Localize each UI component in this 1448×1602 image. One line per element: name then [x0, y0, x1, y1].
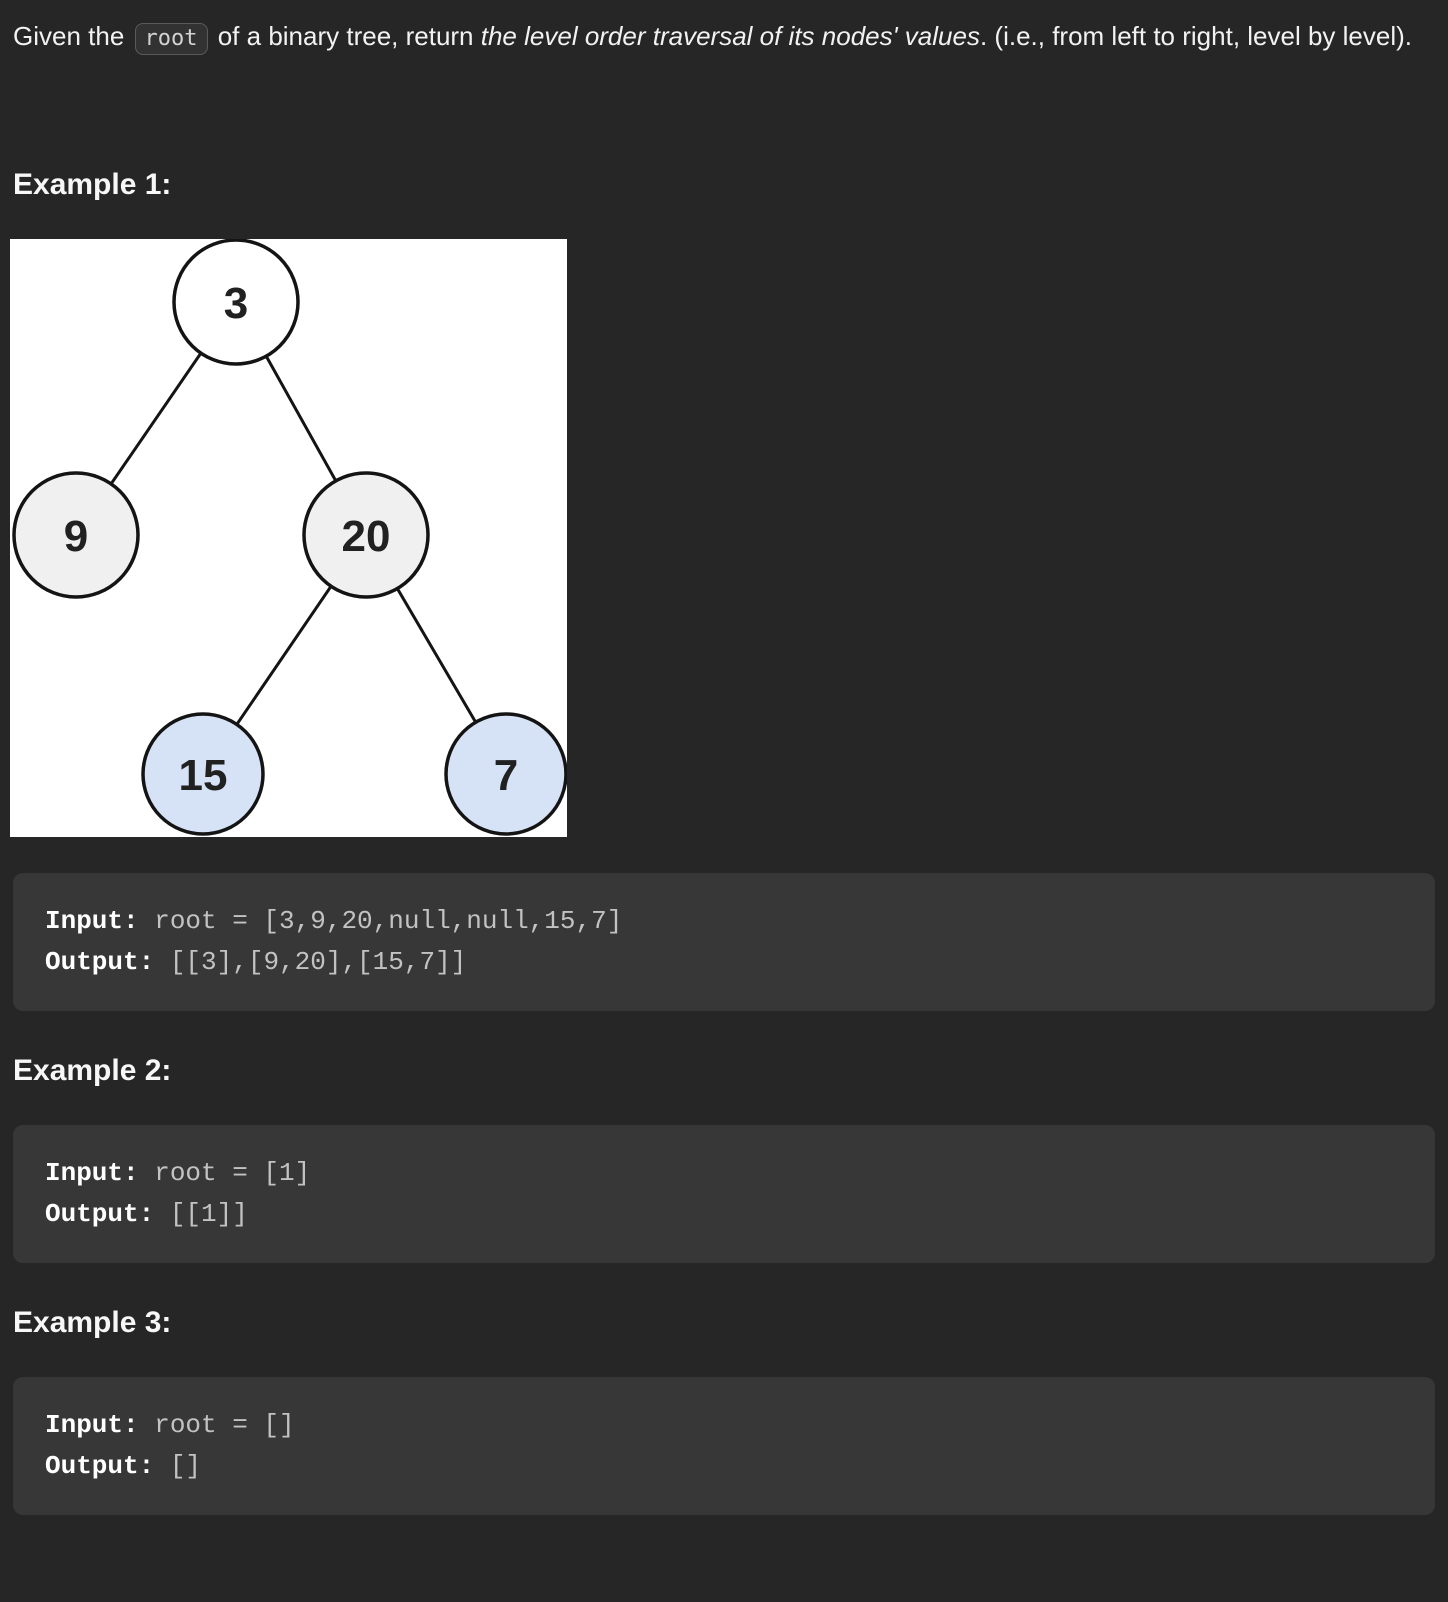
problem-description: Given the root of a binary tree, return … — [0, 14, 1448, 1515]
input-label: Input: — [45, 1410, 155, 1440]
input-label: Input: — [45, 1158, 155, 1188]
node-label: 3 — [224, 279, 248, 328]
example-3-heading: Example 3: — [13, 1306, 172, 1339]
output-label: Output: — [45, 1451, 170, 1481]
node-circle — [444, 712, 568, 836]
binary-tree-svg: 3 9 20 15 7 — [12, 238, 568, 836]
example-2-code-block: Input: root = [1] Output: [[1]] — [13, 1125, 1435, 1263]
example-1-code-block: Input: root = [3,9,20,null,null,15,7] Ou… — [13, 873, 1435, 1011]
node-label: 9 — [64, 512, 88, 561]
node-circle — [172, 238, 300, 366]
tree-node-15: 15 — [141, 712, 265, 836]
output-value: [] — [169, 1451, 202, 1481]
statement-middle: of a binary tree, return — [210, 21, 481, 51]
input-label: Input: — [45, 906, 155, 936]
node-circle — [12, 471, 140, 599]
output-label: Output: — [45, 1199, 170, 1229]
input-value: root = [] — [154, 1410, 295, 1440]
statement-suffix: . (i.e., from left to right, level by le… — [979, 21, 1413, 51]
tree-node-3: 3 — [172, 238, 300, 366]
node-circle — [141, 712, 265, 836]
example-2-heading: Example 2: — [13, 1054, 172, 1087]
node-label: 7 — [494, 751, 518, 800]
statement-prefix: Given the — [13, 21, 132, 51]
tree-node-7: 7 — [444, 712, 568, 836]
node-label: 15 — [179, 751, 228, 800]
tree-node-20: 20 — [302, 471, 430, 599]
input-value: root = [1] — [154, 1158, 311, 1188]
output-value: [[3],[9,20],[15,7]] — [169, 947, 467, 977]
output-value: [[1]] — [169, 1199, 248, 1229]
tree-node-9: 9 — [12, 471, 140, 599]
node-label: 20 — [342, 512, 391, 561]
example-3-code-block: Input: root = [] Output: [] — [13, 1377, 1435, 1515]
binary-tree-figure: 3 9 20 15 7 — [10, 238, 568, 837]
output-label: Output: — [45, 947, 170, 977]
statement-italic: the level order traversal of its nodes' … — [480, 21, 980, 51]
problem-statement: Given the root of a binary tree, return … — [13, 14, 1435, 61]
example-1-heading: Example 1: — [13, 168, 172, 201]
input-value: root = [3,9,20,null,null,15,7] — [154, 906, 623, 936]
inline-code-root: root — [134, 23, 208, 55]
node-circle — [302, 471, 430, 599]
